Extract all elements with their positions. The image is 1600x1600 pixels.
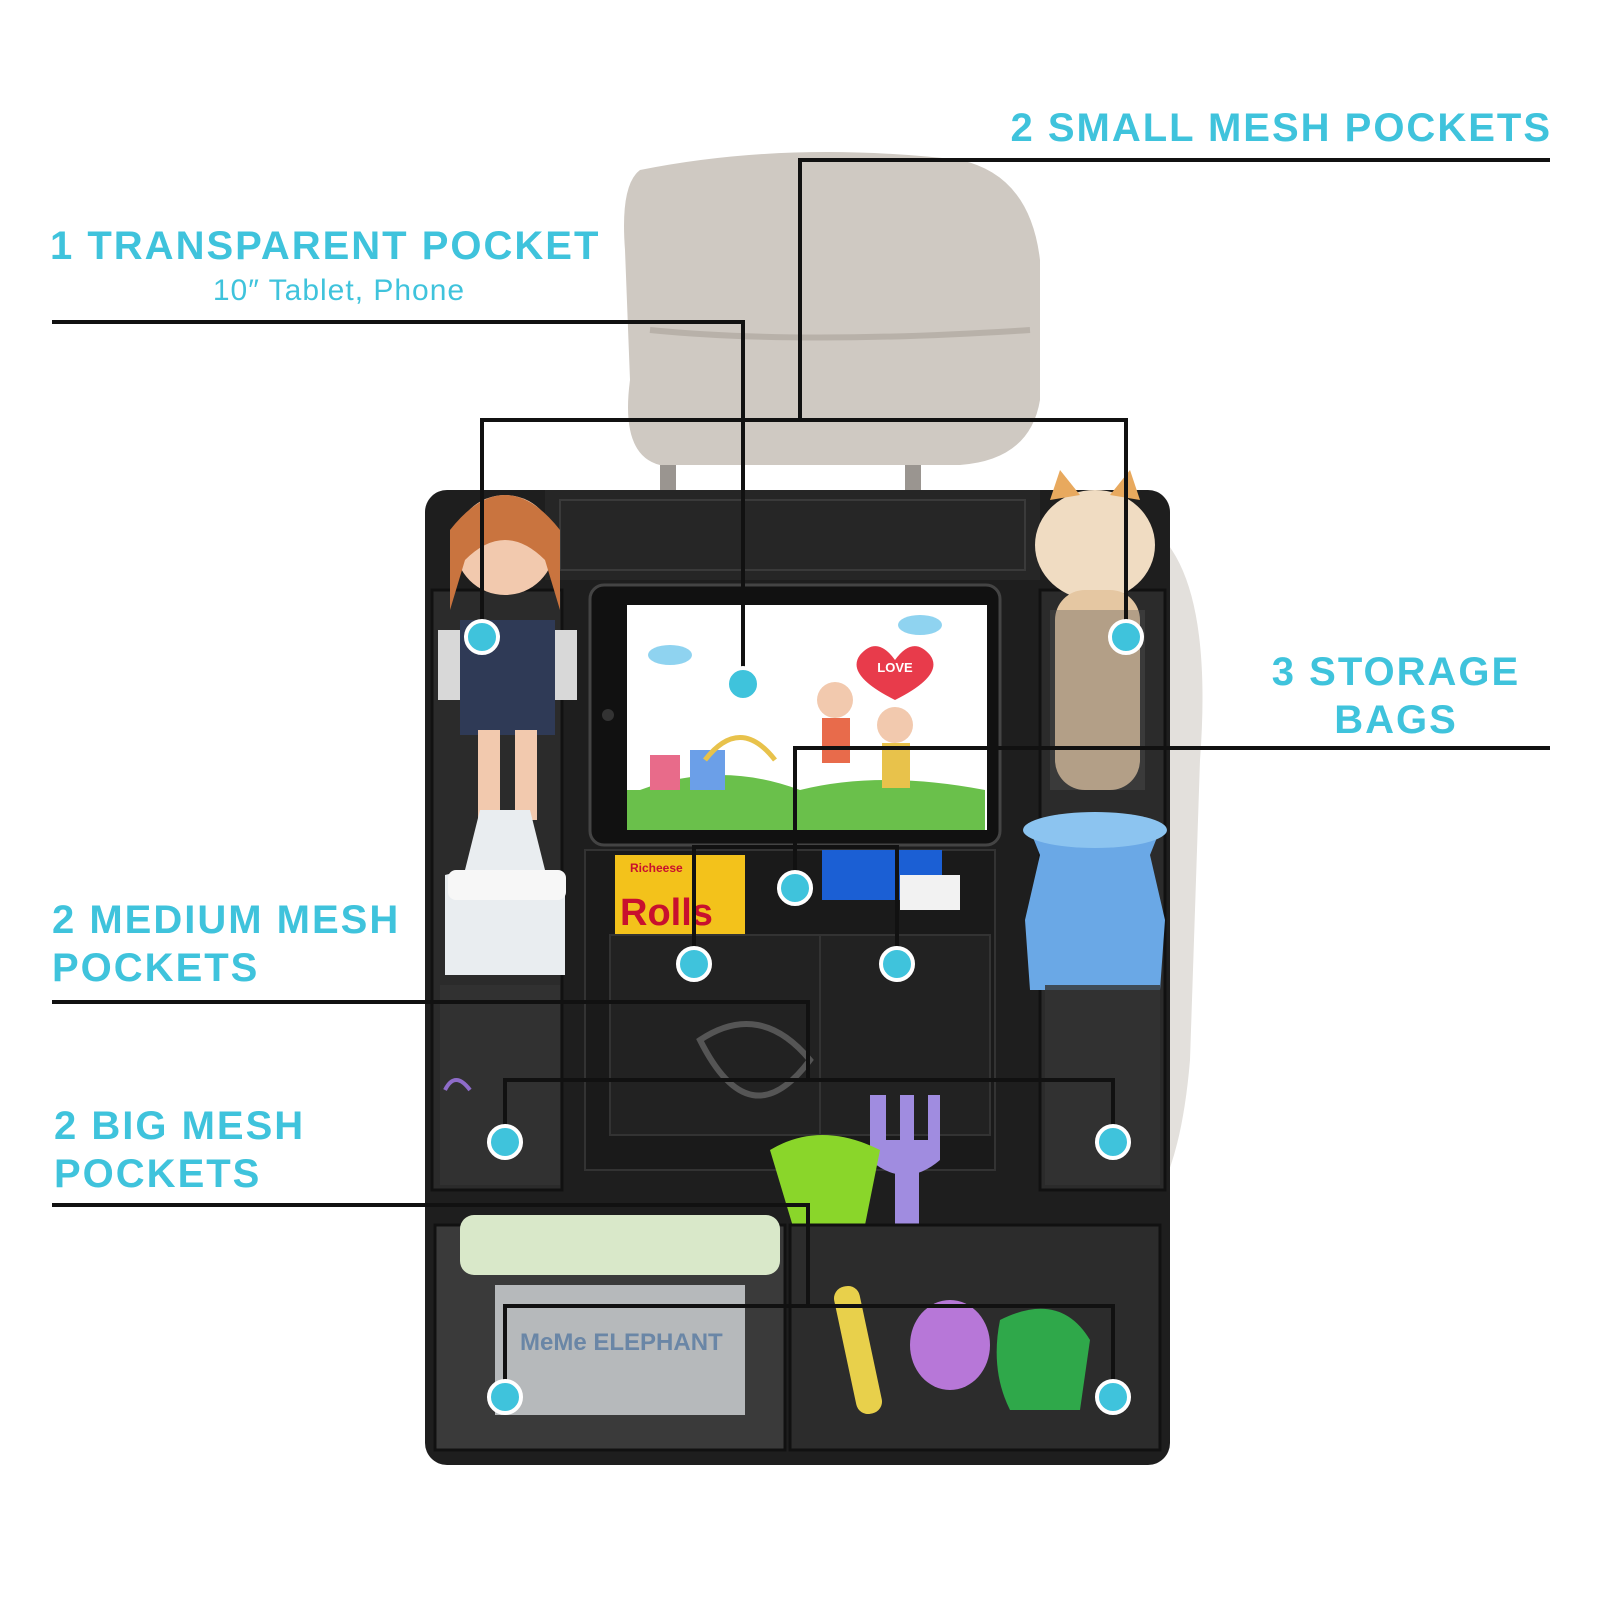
dot-storage-left — [676, 946, 712, 982]
dot-big-mesh-right — [1095, 1379, 1131, 1415]
dot-small-mesh-left — [464, 619, 500, 655]
callout-medium-mesh-line1: 2 MEDIUM MESH — [52, 898, 401, 942]
toy-shovel — [770, 1135, 880, 1250]
dot-storage-right — [879, 946, 915, 982]
snack-box-text: Rolls — [620, 892, 713, 934]
dot-small-mesh-right — [1108, 619, 1144, 655]
leader-lines — [52, 158, 1550, 1395]
callout-transparent-title: 1 TRANSPARENT POCKET — [50, 224, 601, 268]
callout-storage: 3 STORAGE BAGS — [1262, 648, 1530, 744]
callout-medium-mesh-line2: POCKETS — [52, 946, 260, 990]
callout-big-mesh-line2: POCKETS — [54, 1152, 262, 1196]
dot-big-mesh-left — [487, 1379, 523, 1415]
cat-plush-head — [1035, 490, 1155, 600]
dot-medium-mesh-left — [487, 1124, 523, 1160]
dot-transparent — [725, 666, 761, 702]
purple-toy — [910, 1300, 990, 1390]
callout-medium-mesh: 2 MEDIUM MESH POCKETS — [52, 896, 400, 992]
callout-transparent-subtitle: 10″ Tablet, Phone — [212, 274, 466, 307]
wipes-text: MeMe ELEPHANT — [520, 1329, 723, 1356]
callout-dots — [464, 619, 1144, 1415]
toy-rake-head — [870, 1095, 940, 1175]
headrest — [624, 152, 1040, 465]
callout-storage-line2: BAGS — [1334, 698, 1458, 742]
dot-storage-center — [777, 870, 813, 906]
callout-small-mesh-title: 2 SMALL MESH POCKETS — [1010, 106, 1552, 150]
wipes-pack — [460, 1215, 780, 1275]
sippy-cup — [1025, 830, 1165, 990]
top-panel — [545, 490, 1040, 580]
callout-big-mesh-line1: 2 BIG MESH — [54, 1104, 306, 1148]
green-toy — [996, 1308, 1090, 1410]
callout-big-mesh: 2 BIG MESH POCKETS — [54, 1102, 305, 1198]
heart-balloon — [856, 646, 934, 700]
snack-brand: Richeese — [630, 861, 683, 875]
heart-text: LOVE — [877, 660, 913, 675]
dot-medium-mesh-right — [1095, 1124, 1131, 1160]
snack-box — [615, 855, 745, 945]
callout-storage-line1: 3 STORAGE — [1271, 650, 1521, 694]
